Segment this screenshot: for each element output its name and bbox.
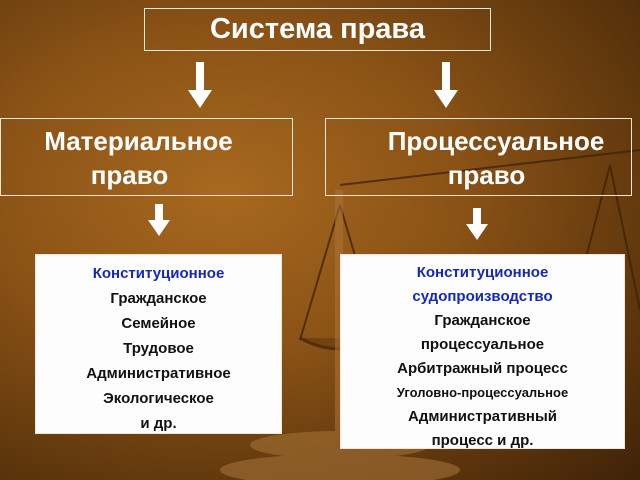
list-item: Семейное — [121, 315, 196, 332]
arrow-down-icon — [466, 208, 488, 240]
title-text: Система права — [209, 13, 426, 45]
list-item: Уголовно-процессуальное — [396, 385, 569, 400]
material-law-line1: Материальное — [44, 126, 233, 156]
procedural-law-line1: Процессуальное — [387, 126, 605, 156]
arrow-down-icon — [148, 204, 170, 236]
list-item: Гражданское — [110, 290, 207, 307]
procedural-law-box: Процессуальное право — [325, 118, 632, 196]
list-item: процессуальное — [420, 336, 545, 353]
list-item: Административный — [407, 408, 558, 425]
list-item: и др. — [140, 415, 177, 432]
arrow-down-icon — [434, 62, 458, 108]
procedural-law-branches-list: Конституционное судопроизводство Граждан… — [340, 254, 625, 449]
list-item: Арбитражный процесс — [397, 360, 568, 377]
list-item: Гражданское — [434, 312, 531, 329]
list-item: Экологическое — [103, 390, 214, 407]
material-law-branches-list: Конституционное Гражданское Семейное Тру… — [35, 254, 282, 434]
arrow-down-icon — [188, 62, 212, 108]
list-item: судопроизводство — [412, 288, 553, 305]
list-item: Конституционное — [416, 264, 549, 281]
list-item: Конституционное — [92, 265, 225, 282]
system-of-law-title: Система права — [144, 8, 491, 51]
material-law-line2: право — [90, 160, 169, 190]
material-law-box: Материальное право — [0, 118, 293, 196]
list-item: Административное — [86, 365, 231, 382]
list-item: Трудовое — [123, 340, 194, 357]
procedural-law-line2: право — [447, 160, 526, 190]
list-item: процесс и др. — [431, 432, 534, 449]
